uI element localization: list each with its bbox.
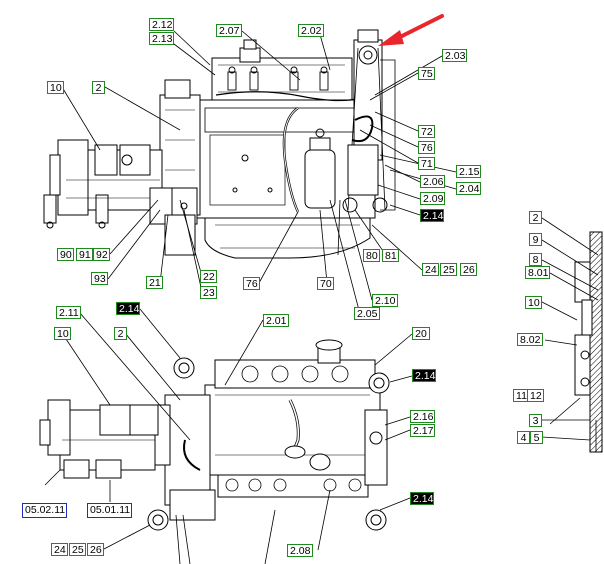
- callout-2-09: 2.09: [420, 192, 445, 205]
- callout-2-13: 2.13: [149, 32, 174, 45]
- callout-76: 76: [418, 141, 435, 154]
- callout-2-02: 2.02: [298, 24, 324, 37]
- callout-2-07: 2.07: [216, 24, 242, 37]
- callout-24: 24: [422, 263, 439, 276]
- callout-3-right: 3: [529, 414, 542, 427]
- callout-5: 5: [530, 431, 543, 444]
- callout-8-02: 8.02: [517, 333, 543, 346]
- callout-12: 12: [527, 389, 544, 402]
- callout-90: 90: [57, 248, 74, 261]
- callout-21: 21: [146, 276, 163, 289]
- callout-9: 9: [529, 233, 542, 246]
- callout-2-14-mount-right: 2.14: [412, 369, 436, 382]
- callout-10-right: 10: [525, 296, 542, 309]
- engine-top-view: [43, 29, 396, 259]
- engine-bottom-view: [39, 339, 390, 531]
- callout-10: 10: [47, 81, 64, 94]
- callout-8-01: 8.01: [525, 266, 550, 279]
- callout-70: 70: [317, 277, 334, 290]
- callout-23: 23: [200, 286, 217, 299]
- callout-26: 26: [460, 263, 477, 276]
- callout-2-16: 2.16: [410, 410, 435, 423]
- red-pointer-arrow-icon: [378, 14, 444, 46]
- callout-2-17: 2.17: [410, 424, 435, 437]
- reference-05-02-11[interactable]: 05.02.11: [22, 503, 67, 518]
- callout-25: 25: [440, 263, 457, 276]
- flywheel-side-view: [574, 231, 603, 453]
- callout-2-14-highlighted: 2.14: [420, 209, 444, 222]
- callout-20: 20: [412, 327, 430, 340]
- callout-2-15: 2.15: [456, 165, 481, 178]
- callout-25-lower: 25: [69, 543, 86, 556]
- callout-81: 81: [382, 249, 399, 262]
- callout-2-11: 2.11: [56, 306, 81, 319]
- callout-76-lower: 76: [243, 277, 260, 290]
- callout-2-06: 2.06: [420, 175, 445, 188]
- callout-2-05: 2.05: [354, 307, 380, 320]
- callout-2-01: 2.01: [263, 314, 289, 327]
- callout-2-10: 2.10: [372, 294, 398, 307]
- callout-2-08: 2.08: [287, 544, 313, 557]
- callout-93: 93: [91, 272, 108, 285]
- callout-26-lower: 26: [87, 543, 104, 556]
- callout-2-right: 2: [529, 211, 542, 224]
- callout-22: 22: [200, 270, 217, 283]
- reference-05-01-11[interactable]: 05.01.11: [87, 503, 132, 518]
- callout-91: 91: [76, 248, 93, 261]
- callout-10-lower: 10: [54, 327, 71, 340]
- callout-75: 75: [418, 67, 435, 80]
- callout-2-14-mount-bottom: 2.14: [410, 492, 434, 505]
- callout-8: 8: [529, 253, 542, 266]
- callout-2-04: 2.04: [456, 182, 481, 195]
- callout-92: 92: [93, 248, 110, 261]
- callout-2-12: 2.12: [149, 18, 174, 31]
- callout-71: 71: [418, 157, 435, 170]
- callout-72: 72: [418, 125, 435, 138]
- callout-2-lower: 2: [114, 327, 127, 340]
- callout-4: 4: [517, 431, 530, 444]
- callout-24-lower: 24: [51, 543, 68, 556]
- callout-2-03: 2.03: [442, 49, 467, 62]
- callout-80: 80: [363, 249, 380, 262]
- callout-2: 2: [92, 81, 105, 94]
- callout-2-14-mount-left: 2.14: [116, 302, 140, 315]
